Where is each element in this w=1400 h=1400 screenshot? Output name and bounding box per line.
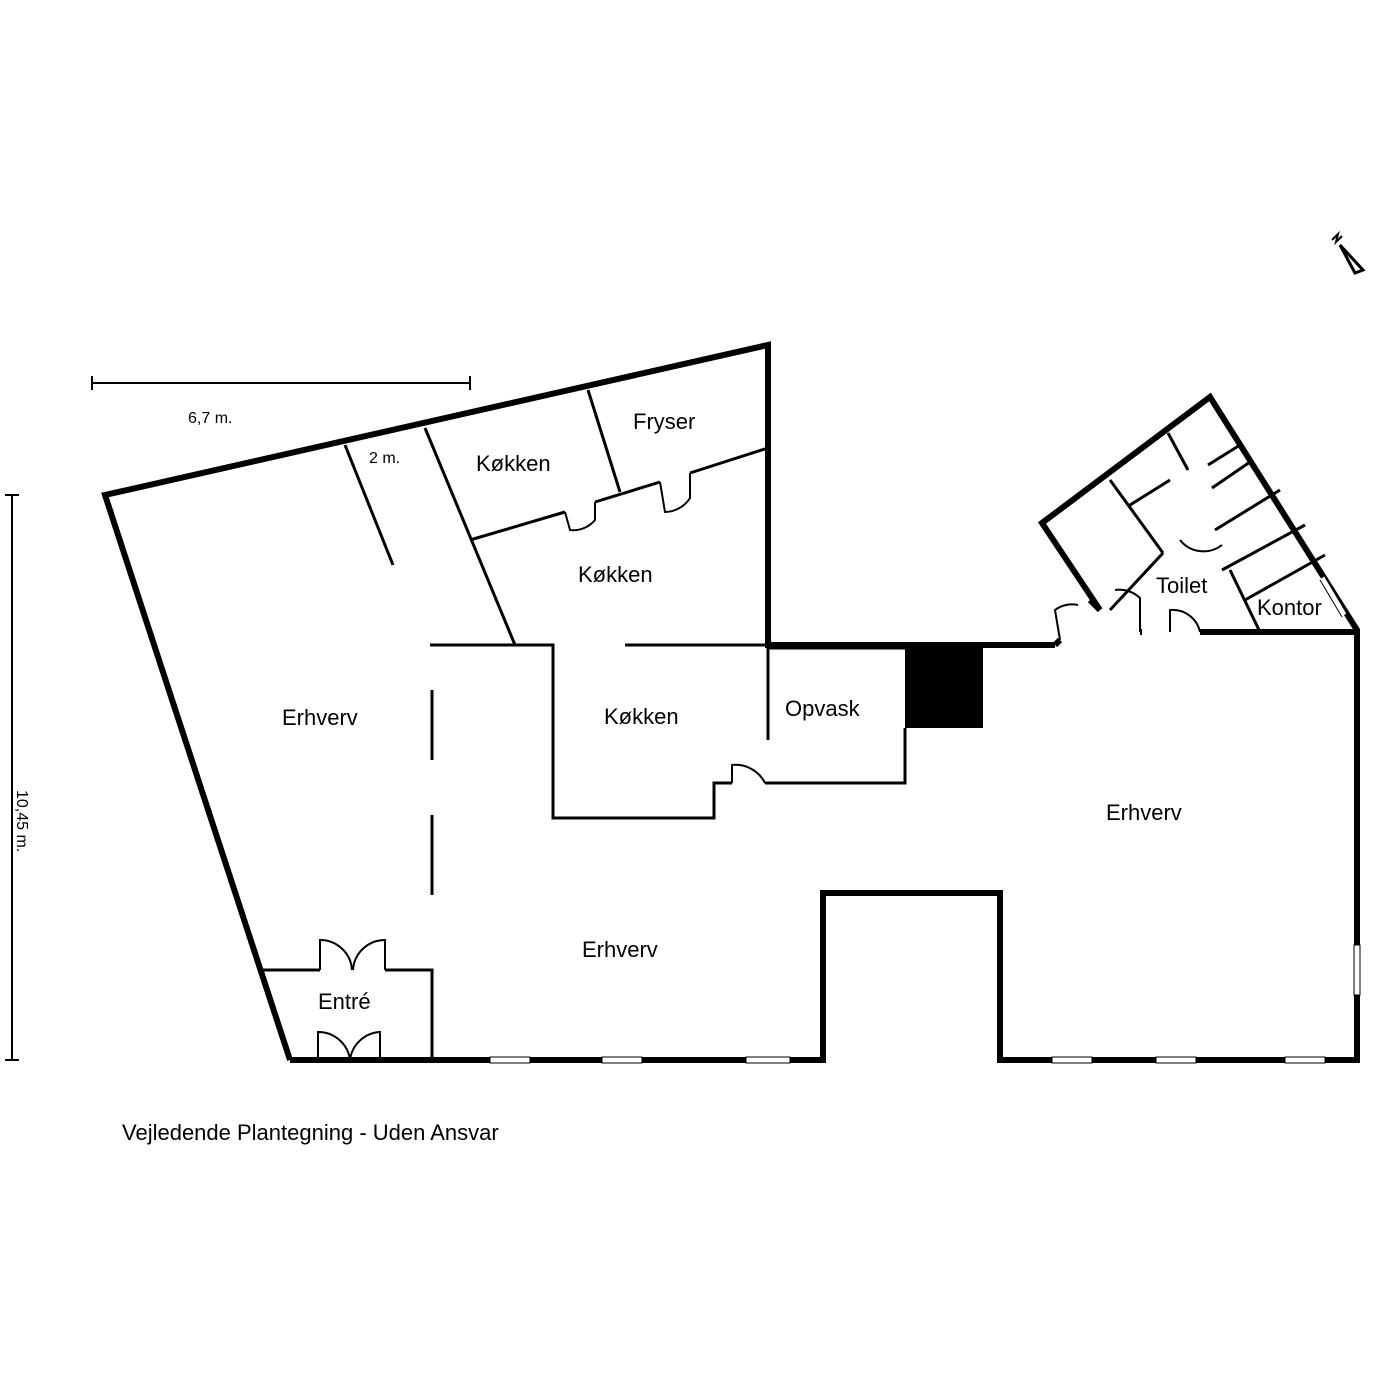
windows	[489, 576, 1361, 1064]
width-dimension: 6,7 m.	[188, 410, 232, 427]
room-label-kontor: Kontor	[1257, 595, 1322, 620]
doors	[317, 473, 1223, 1061]
chimney-block	[905, 648, 983, 728]
room-label-erhverv-right: Erhverv	[1106, 800, 1182, 825]
height-dimension: 10,45 m.	[13, 790, 30, 852]
footer-disclaimer: Vejledende Plantegning - Uden Ansvar	[122, 1120, 499, 1145]
small-dimension: 2 m.	[369, 450, 400, 467]
room-label-kokken-low: Køkken	[604, 704, 679, 729]
room-label-toilet: Toilet	[1156, 573, 1207, 598]
north-arrow-icon	[1331, 230, 1366, 275]
room-label-erhverv-center: Erhverv	[582, 937, 658, 962]
room-label-kokken-mid: Køkken	[578, 562, 653, 587]
exterior-walls	[101, 341, 1360, 1063]
room-label-entre: Entré	[318, 989, 371, 1014]
room-label-opvask: Opvask	[785, 696, 861, 721]
width-scale-bar	[91, 376, 471, 390]
room-label-fryser: Fryser	[633, 409, 695, 434]
room-label-kokken-top: Køkken	[476, 451, 551, 476]
height-scale-bar	[5, 494, 19, 1061]
room-label-erhverv-left: Erhverv	[282, 705, 358, 730]
interior-walls	[263, 389, 1326, 1060]
